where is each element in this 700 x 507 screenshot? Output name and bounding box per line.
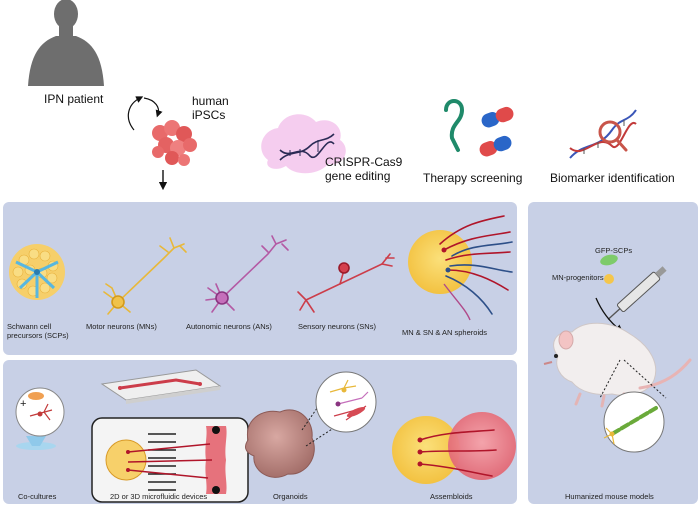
gfp-scp-label: GFP-SCPs [595,246,633,255]
syringe-icon [607,266,667,320]
sn-label: Sensory neurons (SNs) [298,322,376,331]
mn-label: Motor neurons (MNs) [86,322,157,331]
motor-neuron-icon [103,237,187,315]
biomarker-dna-icon [569,109,637,159]
organoid-label: Organoids [273,492,308,501]
nerve-zoom-icon [603,391,665,453]
sensory-neuron-icon [297,253,395,313]
scp-sphere-icon [9,244,65,300]
patient-label: IPN patient [44,92,104,106]
ipsc-label: human iPSCs [192,94,229,122]
biomarker-label: Biomarker identification [550,171,675,185]
spheroid-label: MN & SN & AN spheroids [402,328,488,337]
reprogramming-arrow-icon [127,96,163,131]
assembloid-icon [392,412,516,484]
mouse-icon [543,322,692,408]
mn-progenitor-cell-icon [604,274,614,284]
coculture-label: Co-cultures [18,492,57,501]
mn-progenitor-label: MN-progenitors [552,273,604,282]
spheroid-icon [408,215,513,321]
zoom-line-left [599,359,621,399]
zoom-line-right [623,359,667,399]
crispr-dna-icon [261,114,346,174]
therapy-label: Therapy screening [423,171,523,185]
autonomic-neuron-icon [205,235,289,313]
coculture-icon [15,387,65,450]
patient-silhouette-icon [28,0,104,86]
therapy-pills-icon [444,99,514,157]
mouse-panel-label: Humanized mouse models [565,492,654,501]
microfluidic-chip-icon [100,369,222,404]
microfluidic-device-icon [91,417,249,503]
ipsc-colony-icon [152,120,197,166]
organoid-icon [245,371,377,478]
microfluidic-label: 2D or 3D microfluidic devices [110,492,208,501]
gfp-scp-cell-icon [600,254,618,266]
an-label: Autonomic neurons (ANs) [186,322,272,331]
scp-label: Schwann cell precursors (SCPs) [7,322,69,340]
crispr-label: CRISPR-Cas9 gene editing [325,155,403,183]
coculture-plus-sign: + [20,398,27,410]
assembloid-label: Assembloids [430,492,473,501]
